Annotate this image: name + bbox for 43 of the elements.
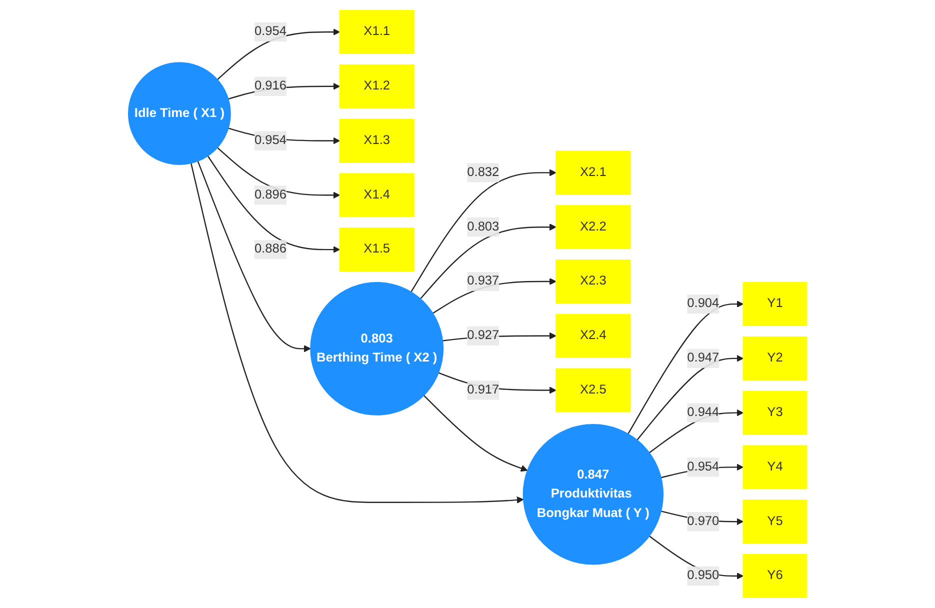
arrow — [197, 160, 311, 352]
node-box: Y5 — [742, 500, 808, 544]
edge-label: 0.954 — [254, 134, 286, 148]
node-box: Y3 — [742, 390, 808, 435]
node-box: X2.3 — [556, 259, 631, 304]
node-circle: 0.847 Produktivitas Bongkar Muat ( Y ) — [522, 424, 664, 565]
arrow — [628, 300, 744, 434]
arrow — [423, 395, 528, 472]
arrow — [207, 156, 340, 254]
node-box: X2.1 — [556, 150, 631, 195]
node-circle: Idle Time ( X1 ) — [128, 62, 231, 166]
node-circle: 0.803 Berthing Time ( X2 ) — [310, 282, 444, 416]
arrow — [420, 224, 556, 300]
edge-label: 0.904 — [687, 296, 720, 310]
node-box: X1.5 — [339, 228, 414, 272]
edge-label: 0.832 — [467, 166, 500, 180]
node-box: Y4 — [742, 445, 808, 490]
node-box: X1.3 — [339, 118, 414, 163]
edge-label: 0.803 — [467, 220, 500, 234]
edge-label: 0.944 — [687, 406, 720, 420]
node-box: Y6 — [742, 554, 808, 598]
node-box: X1.2 — [339, 64, 414, 108]
edge-label: 0.950 — [687, 568, 720, 582]
node-box: X2.2 — [556, 205, 631, 250]
node-box: Y1 — [742, 282, 808, 326]
edge-label: 0.947 — [687, 351, 720, 365]
edge-label: 0.917 — [467, 383, 500, 397]
node-box: X2.4 — [556, 314, 631, 358]
node-box: X2.5 — [556, 368, 631, 412]
edge-label: 0.896 — [254, 188, 286, 202]
node-box: Y2 — [742, 336, 808, 380]
arrow — [410, 169, 556, 292]
edge-label: 0.937 — [467, 274, 500, 288]
node-box: X1.4 — [339, 173, 414, 218]
edge-label: 0.970 — [687, 514, 720, 528]
edge-label: 0.927 — [467, 328, 500, 342]
edge-label: 0.916 — [254, 79, 286, 93]
edge-label: 0.954 — [687, 460, 720, 474]
edge-label: 0.886 — [254, 242, 286, 256]
node-box: X1.1 — [339, 10, 414, 54]
edge-label: 0.954 — [254, 24, 286, 38]
arrow — [190, 163, 524, 504]
arrow — [636, 354, 744, 440]
